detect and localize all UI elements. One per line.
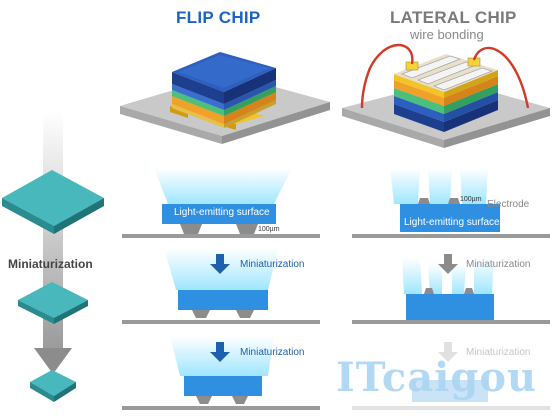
flip-row1-dimension: 100µm xyxy=(258,226,280,233)
down-arrow-icon xyxy=(210,254,230,274)
lateral-row2-miniaturization-label: Miniaturization xyxy=(466,259,531,270)
flip-row1-emitting-label: Light-emitting surface xyxy=(174,207,270,218)
miniaturization-side-graphic xyxy=(2,112,104,402)
lateral-row1-dimension: 100µm xyxy=(460,196,482,203)
flip-chip-illustration xyxy=(120,52,330,144)
flip-chip-section-large xyxy=(122,168,320,238)
flip-chip-section-medium xyxy=(122,248,320,324)
flip-row2-miniaturization-label: Miniaturization xyxy=(240,259,305,270)
flip-chip-section-small xyxy=(122,336,320,410)
flip-row3-miniaturization-label: Miniaturization xyxy=(240,347,305,358)
lateral-row1-emitting-label: Light-emitting surface xyxy=(404,217,500,228)
lateral-chip-section-small xyxy=(352,342,550,410)
miniaturization-side-label: Miniaturization xyxy=(8,257,93,271)
lateral-chip-subtitle: wire bonding xyxy=(410,27,484,42)
lateral-chip-section-large xyxy=(352,168,550,238)
watermark-text: ITcaigou xyxy=(336,354,538,401)
lateral-chip-illustration xyxy=(342,43,550,148)
down-arrow-icon xyxy=(210,342,230,362)
lateral-chip-title: LATERAL CHIP xyxy=(390,8,517,27)
flip-chip-title: FLIP CHIP xyxy=(176,8,261,27)
lateral-row3-miniaturization-label: Miniaturization xyxy=(466,347,531,358)
lateral-row1-electrode-label: Electrode xyxy=(487,199,530,210)
teal-wafer-icon xyxy=(2,170,104,234)
lateral-chip-section-medium xyxy=(352,254,550,324)
gray-down-arrow-icon xyxy=(438,254,458,274)
